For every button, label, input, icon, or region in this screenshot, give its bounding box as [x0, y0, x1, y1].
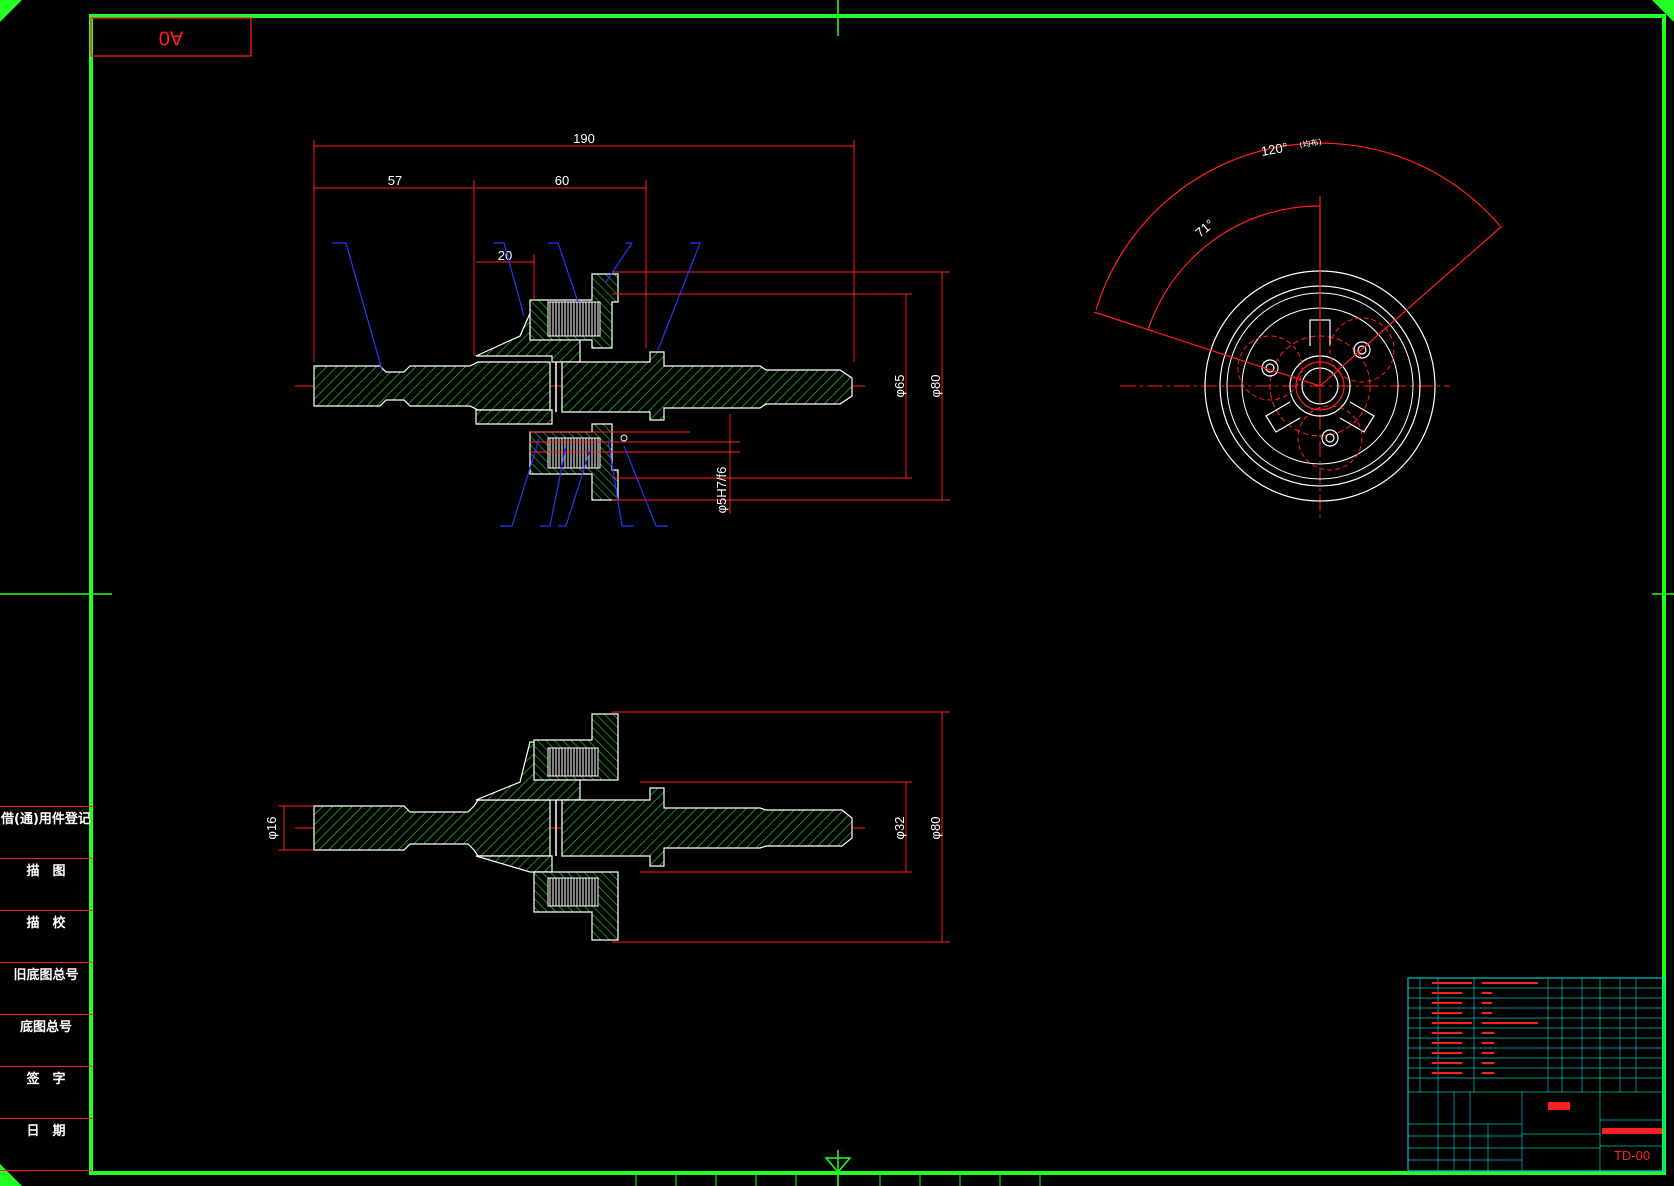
input-shaft — [313, 361, 551, 411]
side-label-trace-check: 描 校 — [26, 915, 66, 931]
dim-diameter-80-bottom: φ80 — [928, 817, 943, 840]
side-label-base-no: 底图总号 — [19, 1019, 72, 1035]
side-divider — [0, 806, 92, 807]
input-shaft-bottom — [313, 799, 551, 857]
dim-diameter-32: φ32 — [892, 817, 907, 840]
sheet-size-box: A0 — [90, 17, 252, 57]
end-view: 120° (均布) 71° — [1093, 136, 1503, 522]
side-label-date: 日 期 — [26, 1123, 66, 1139]
dim-diameter-80: φ80 — [928, 375, 943, 398]
drawing-number: TD-00 — [1614, 1148, 1650, 1163]
angle-outer-note: (均布) — [1299, 136, 1323, 150]
dim-diameter-16: φ16 — [264, 817, 279, 840]
side-divider — [0, 962, 92, 963]
dim-left-length: 57 — [388, 173, 402, 188]
part-leaders — [332, 242, 701, 527]
side-label-borrow: 借(通)用件登记 — [1, 811, 91, 827]
side-divider — [0, 1014, 92, 1015]
side-label-trace: 描 图 — [26, 863, 66, 879]
dim-fit-tolerance: φ5H7/f6 — [714, 467, 729, 514]
planet-gear-upper — [547, 301, 601, 337]
angle-inner-label: 71° — [1192, 216, 1217, 240]
dim-diameter-65: φ65 — [892, 375, 907, 398]
carrier-bottom-lower — [475, 855, 553, 873]
planet-gear-lower — [547, 437, 601, 469]
dim-overall-length: 190 — [573, 131, 595, 146]
side-divider — [0, 1066, 92, 1067]
side-label-signature: 签 字 — [26, 1071, 66, 1087]
side-divider — [0, 1118, 92, 1119]
top-section-view: 190 57 60 20 φ65 φ80 φ5H7/f6 — [295, 131, 950, 527]
output-shaft-bottom — [561, 787, 853, 867]
angle-outer-label: 120° — [1260, 140, 1289, 159]
dim-short-length: 20 — [498, 248, 512, 263]
output-shaft — [561, 351, 853, 421]
bottom-view: φ16 φ32 φ80 — [264, 711, 950, 943]
sheet-size-label: A0 — [159, 27, 183, 49]
title-block: TD-00 — [1407, 977, 1665, 1172]
side-label-old-base-no: 旧底图总号 — [13, 967, 79, 983]
dim-mid-length: 60 — [555, 173, 569, 188]
side-divider — [0, 910, 92, 911]
side-divider — [0, 858, 92, 859]
side-divider — [0, 1170, 92, 1171]
